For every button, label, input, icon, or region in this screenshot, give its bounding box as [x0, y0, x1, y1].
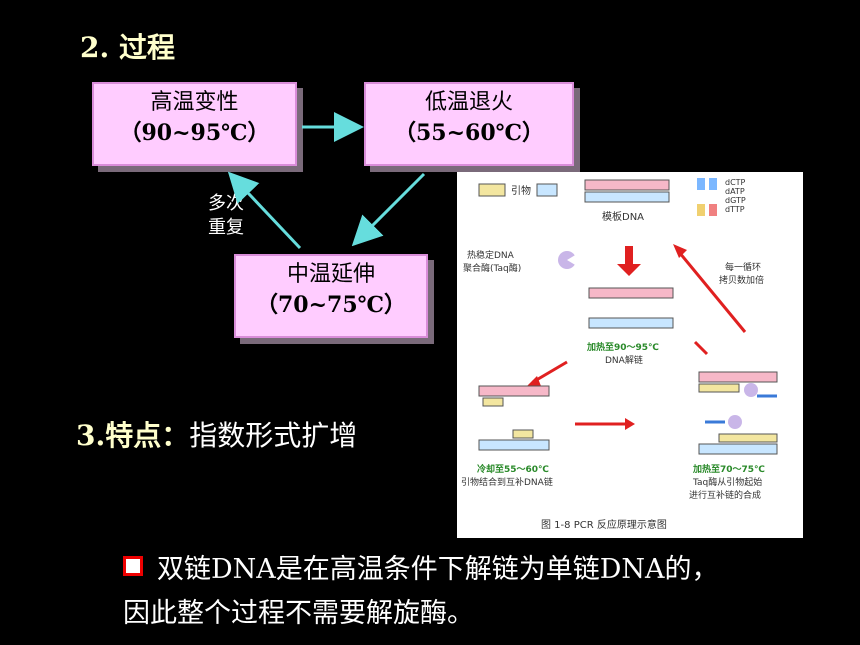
arrow-extend-to-denature: [227, 171, 302, 250]
section-2-title: 2. 过程: [80, 31, 175, 64]
step-denaturation-name: 高温变性: [150, 90, 239, 115]
bullet-line2: 因此整个过程不需要解旋酶。: [123, 598, 474, 629]
fig-dntp-4: dTTP: [725, 205, 745, 214]
step-denaturation-box: 高温变性 （90~95℃）: [92, 82, 297, 166]
fig-extend-line1: 加热至70～75℃: [692, 463, 765, 475]
section-3-label: 3.特点：: [76, 419, 190, 452]
fig-cycle-line2: 拷贝数加倍: [719, 274, 764, 286]
step-annealing-box: 低温退火 （55~60℃）: [364, 82, 574, 166]
fig-anneal-line1: 冷却至55～60℃: [477, 463, 549, 475]
fig-anneal-line2: 引物结合到互补DNA链: [461, 476, 553, 488]
fig-dntp-2: dATP: [725, 187, 745, 196]
fig-template-label: 模板DNA: [602, 210, 644, 223]
step-denaturation-temp: （90~95℃）: [119, 120, 270, 146]
fig-denature-line2: DNA解链: [605, 354, 643, 366]
bullet-line1: 双链DNA是在高温条件下解链为单链DNA的，: [157, 554, 719, 585]
fig-primer-label: 引物: [511, 184, 531, 197]
step-extension-box: 中温延伸 （70~75℃）: [234, 254, 428, 338]
repeat-label-line2: 重复: [208, 217, 244, 238]
arrow-anneal-to-extend: [351, 172, 426, 247]
pcr-figure-graphic: 引物 模板DNA dCTP dATP dGTP dTTP 热稳定DNA 聚合酶(…: [461, 178, 778, 531]
section-3-title: 3.特点：指数形式扩增: [76, 414, 357, 454]
bullet-line1-row: 双链DNA是在高温条件下解链为单链DNA的，: [123, 548, 843, 592]
fig-caption: 图 1-8 PCR 反应原理示意图: [541, 518, 667, 531]
fig-extend-line3: 进行互补链的合成: [689, 489, 761, 501]
section-3-text: 指数形式扩增: [189, 419, 358, 452]
fig-enzyme-line1: 热稳定DNA: [467, 249, 515, 261]
fig-enzyme-line2: 聚合酶(Taq酶): [463, 262, 521, 274]
step-annealing-name: 低温退火: [424, 90, 513, 115]
fig-extend-line2: Taq酶从引物起始: [692, 476, 762, 488]
bullet-note: 双链DNA是在高温条件下解链为单链DNA的， 因此整个过程不需要解旋酶。: [123, 548, 843, 636]
fig-dntp-1: dCTP: [725, 178, 746, 187]
fig-dntp-3: dGTP: [725, 196, 746, 205]
step-extension-name: 中温延伸: [286, 262, 375, 287]
bullet-square-icon: [123, 556, 143, 576]
fig-cycle-line1: 每一循环: [725, 261, 761, 273]
fig-denature-line1: 加热至90～95℃: [586, 341, 659, 353]
step-extension-temp: （70~75℃）: [255, 292, 407, 318]
pcr-principle-figure: 引物 模板DNA dCTP dATP dGTP dTTP 热稳定DNA 聚合酶(…: [457, 172, 803, 538]
step-annealing-temp: （55~60℃）: [393, 120, 545, 146]
